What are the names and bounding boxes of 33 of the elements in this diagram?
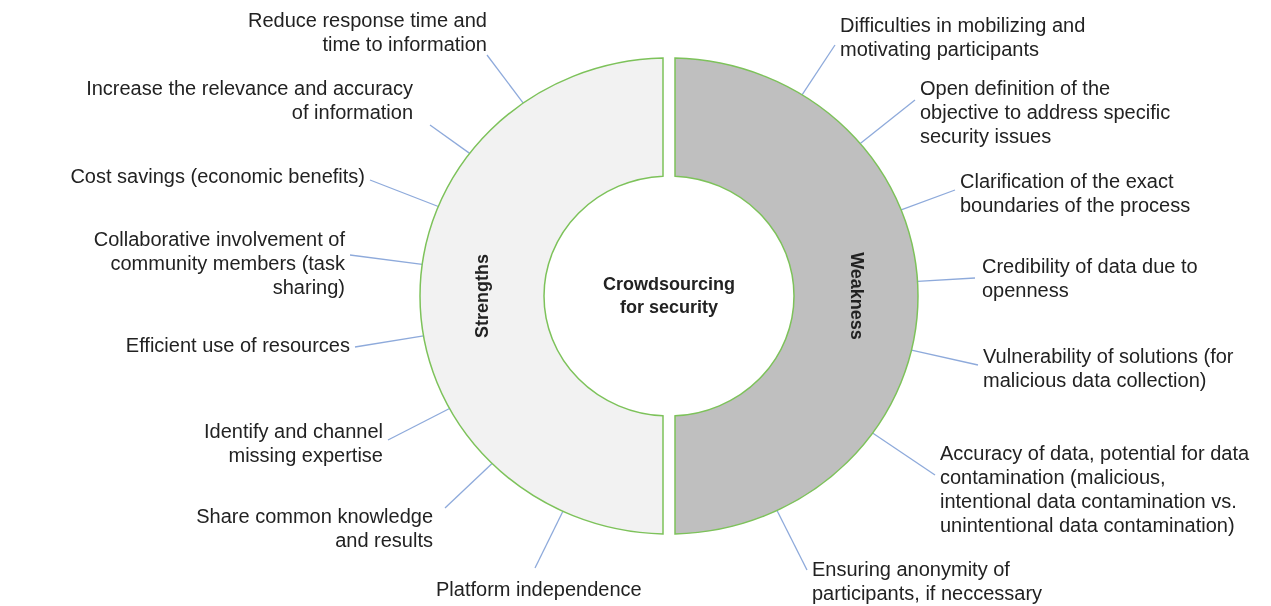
leader-line [429,124,471,155]
item-text: Clarification of the exact boundaries of the process [960,169,1205,217]
item-text: Vulnerability of solutions (for malicious data collection) [983,344,1248,392]
ring-label: Weakness [845,252,867,340]
leader-line [349,254,423,265]
leader-line [910,349,979,366]
leader-line [900,189,956,211]
item-text: Collaborative involvement of community members (task sharing) [55,227,345,299]
leader-line [369,179,439,208]
item-text: Share common knowledge and results [178,504,433,552]
item-text: Open definition of the objective to address specific security issues [920,76,1185,148]
leader-line [916,277,976,283]
leader-line [776,509,808,571]
leader-line [444,462,493,509]
leader-line [871,432,936,476]
item-text: Increase the relevance and accuracy of information [68,76,413,124]
item-text: Accuracy of data, potential for data contamination (malicious, intentional data contamination vs. unintentional data contamination) [940,441,1250,537]
item-text: Platform independence [436,577,676,601]
leader-line [354,335,425,348]
item-text: Cost savings (economic benefits) [45,164,365,188]
item-text: Efficient use of resources [100,333,350,357]
item-text: Credibility of data due to openness [982,254,1202,302]
item-text: Ensuring anonymity of participants, if neccessary [812,557,1057,605]
leader-line [534,510,564,569]
ring-label: Strengths [471,254,493,338]
item-text: Identify and channel missing expertise [188,419,383,467]
item-text: Reduce response time and time to information [232,8,487,56]
leader-line [387,407,451,441]
leader-line [859,99,916,145]
center-label: Crowdsourcing for security [547,179,791,413]
leader-line [801,44,836,96]
item-text: Difficulties in mobilizing and motivating participants [840,13,1090,61]
leader-line [486,54,524,104]
